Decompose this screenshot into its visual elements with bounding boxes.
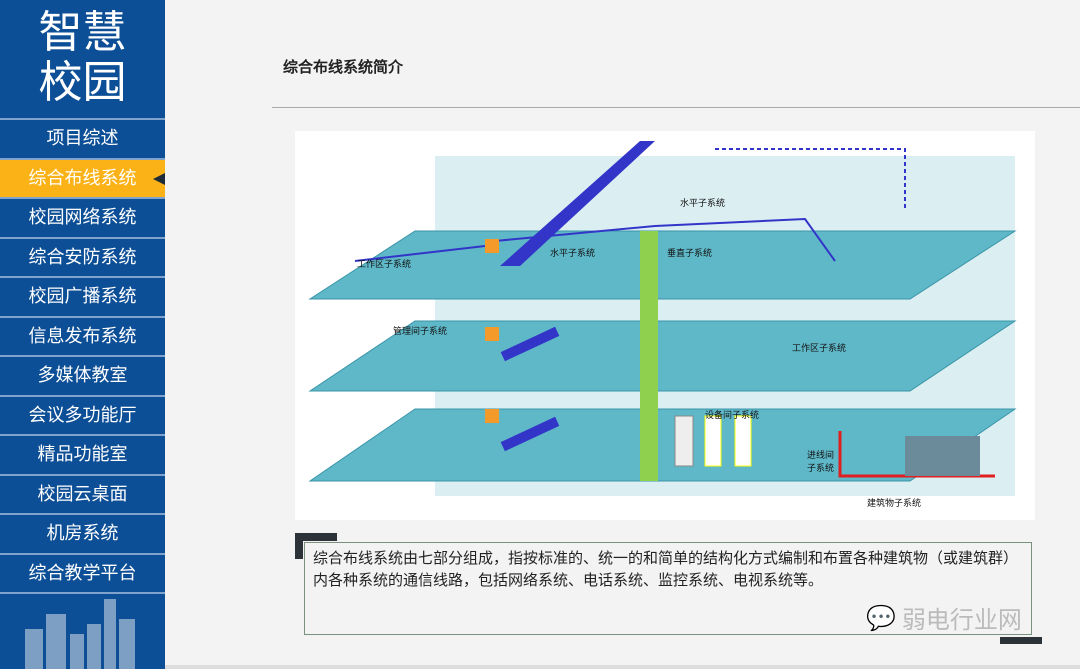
sidebar-item-label: 精品功能室 xyxy=(37,444,128,465)
sidebar-item-label: 会议多功能厅 xyxy=(28,404,137,426)
sidebar-item[interactable]: 综合教学平台 xyxy=(0,555,165,594)
sidebar-item[interactable]: 多媒体教室 xyxy=(0,357,165,397)
label-entrance-1: 进线间 xyxy=(807,449,834,461)
wechat-icon: 💬 xyxy=(866,603,896,632)
sidebar-item[interactable]: 会议多功能厅 xyxy=(0,397,165,436)
divider xyxy=(272,107,1080,108)
sidebar-item[interactable]: 精品功能室 xyxy=(0,436,165,476)
sidebar: 智慧校园 项目综述综合布线系统校园网络系统综合安防系统校园广播系统信息发布系统多… xyxy=(0,0,165,669)
sidebar-item-label: 校园云桌面 xyxy=(37,483,128,505)
sidebar-item[interactable]: 综合安防系统 xyxy=(0,239,165,278)
sidebar-item-label: 校园广播系统 xyxy=(28,286,137,307)
label-work-area-left: 工作区子系统 xyxy=(357,258,411,270)
label-horizontal-mid: 水平子系统 xyxy=(550,247,595,259)
sidebar-item[interactable]: 校园广播系统 xyxy=(0,278,165,318)
sidebar-item[interactable]: 项目综述 xyxy=(0,120,165,160)
page-title: 综合布线系统简介 xyxy=(283,58,404,76)
active-arrow-icon xyxy=(153,172,165,185)
label-entrance-2: 子系统 xyxy=(807,462,834,474)
description-text: 综合布线系统由七部分组成，指按标准的、统一的和简单的结构化方式编制和布置各种建筑… xyxy=(313,549,1019,589)
sidebar-item[interactable]: 信息发布系统 xyxy=(0,318,165,357)
label-admin: 管理间子系统 xyxy=(393,325,447,337)
sidebar-item-label: 综合布线系统 xyxy=(28,167,137,189)
label-work-area-right: 工作区子系统 xyxy=(792,342,846,354)
logo-line-1: 智慧 xyxy=(38,7,127,58)
city-skyline-icon xyxy=(25,599,135,669)
sidebar-item-label: 多媒体教室 xyxy=(37,365,128,386)
label-equipment: 设备间子系统 xyxy=(705,409,759,421)
cabling-diagram: 水平子系统 水平子系统 垂直子系统 工作区子系统 工作区子系统 管理间子系统 设… xyxy=(295,131,1035,520)
bottom-bar xyxy=(165,665,1080,669)
sidebar-item-label: 校园网络系统 xyxy=(28,207,137,228)
sidebar-item[interactable]: 校园网络系统 xyxy=(0,199,165,239)
sidebar-item-label: 项目综述 xyxy=(46,128,119,149)
label-building: 建筑物子系统 xyxy=(867,497,921,509)
sidebar-item[interactable]: 校园云桌面 xyxy=(0,476,165,515)
sidebar-item[interactable]: 综合布线系统 xyxy=(0,159,165,199)
sidebar-item-label: 机房系统 xyxy=(46,523,119,544)
logo: 智慧校园 xyxy=(0,0,165,120)
sidebar-item[interactable]: 机房系统 xyxy=(0,515,165,555)
corner-decoration xyxy=(1000,637,1042,644)
logo-line-2: 校园 xyxy=(38,57,127,108)
corner-decoration xyxy=(295,533,337,541)
watermark-text: 弱电行业网 xyxy=(901,606,1022,634)
watermark: 💬弱电行业网 xyxy=(866,600,1022,635)
corner-decoration xyxy=(295,533,303,559)
label-horizontal-top: 水平子系统 xyxy=(680,197,725,209)
sidebar-item-label: 信息发布系统 xyxy=(28,325,137,347)
label-vertical: 垂直子系统 xyxy=(667,247,712,259)
sidebar-item-label: 综合安防系统 xyxy=(28,246,137,268)
description-box: 综合布线系统由七部分组成，指按标准的、统一的和简单的结构化方式编制和布置各种建筑… xyxy=(304,542,1032,635)
sidebar-item-label: 综合教学平台 xyxy=(28,562,137,584)
